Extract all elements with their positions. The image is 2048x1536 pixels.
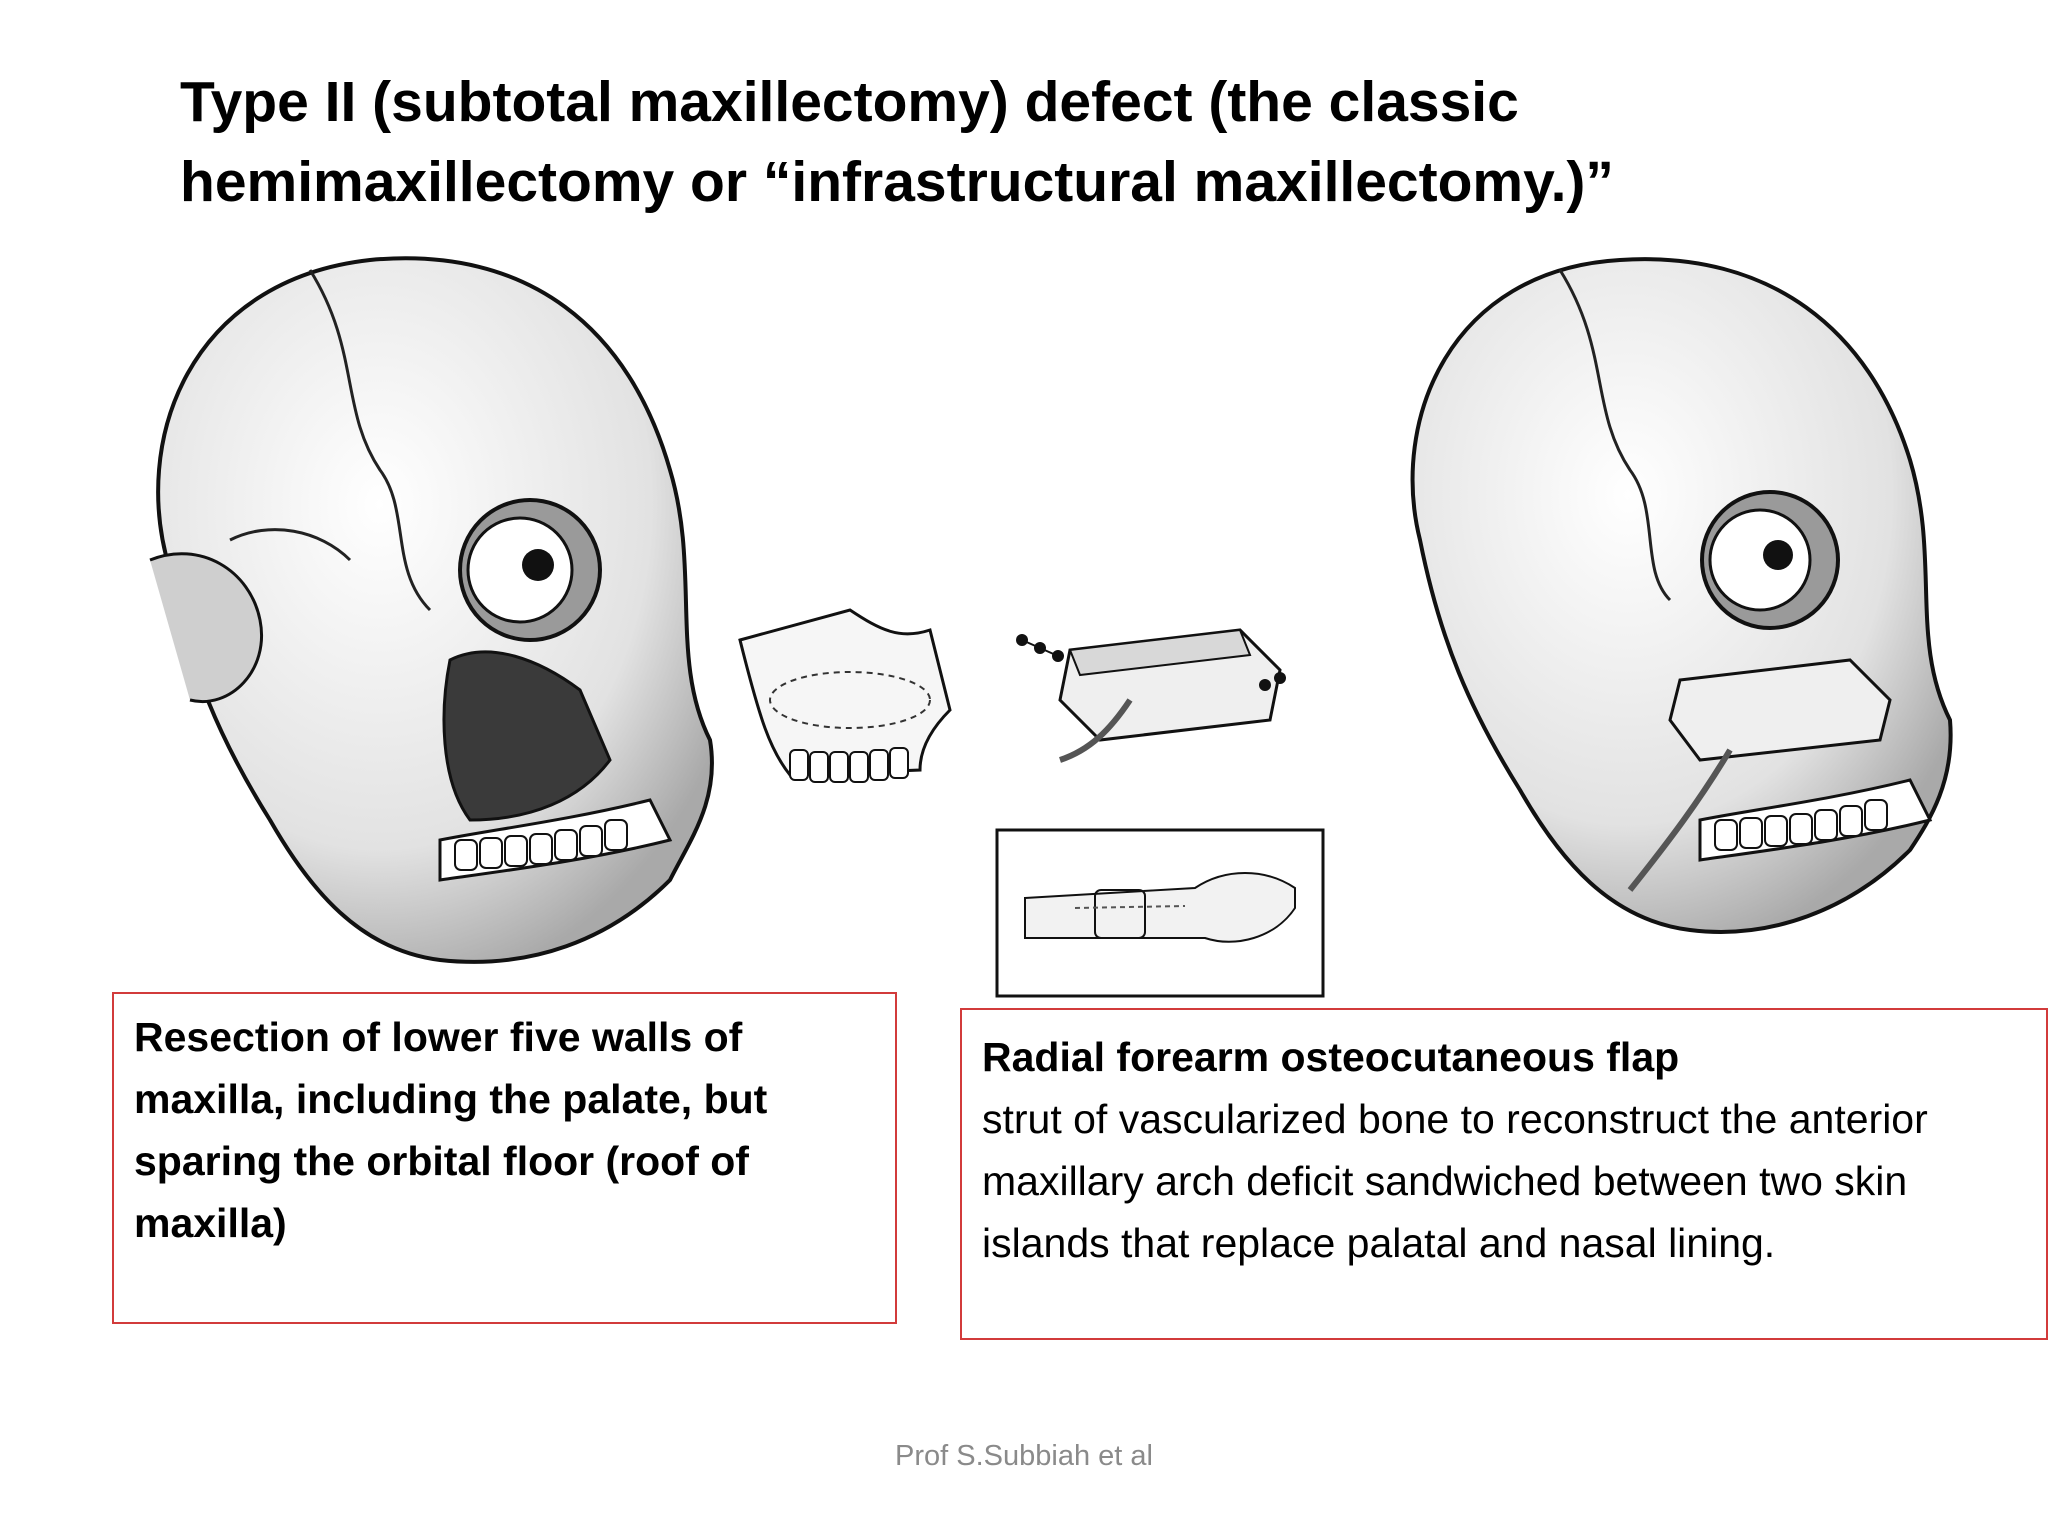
resected-maxilla-illustration (738, 608, 952, 783)
title-line-2: hemimaxillectomy or “infrastructural max… (180, 150, 1614, 214)
flap-description-body: strut of vascularized bone to reconstruc… (982, 1096, 1928, 1266)
osteocutaneous-flap-illustration (1016, 628, 1286, 763)
resection-description-box: Resection of lower five walls of maxilla… (112, 992, 897, 1324)
skull-defect-illustration (149, 256, 714, 964)
slide-title: Type II (subtotal maxillectomy) defect (… (180, 62, 1880, 222)
slide-footer-credit: Prof S.Subbiah et al (895, 1440, 1153, 1472)
flap-description-heading: Radial forearm osteocutaneous flap (982, 1034, 1680, 1080)
title-line-1: Type II (subtotal maxillectomy) defect (… (180, 70, 1519, 134)
resection-description-text: Resection of lower five walls of maxilla… (134, 1014, 768, 1246)
flap-description-box: Radial forearm osteocutaneous flap strut… (960, 1008, 2048, 1340)
skull-reconstruction-illustration (1410, 257, 1953, 934)
forearm-donor-site-illustration (995, 828, 1325, 998)
